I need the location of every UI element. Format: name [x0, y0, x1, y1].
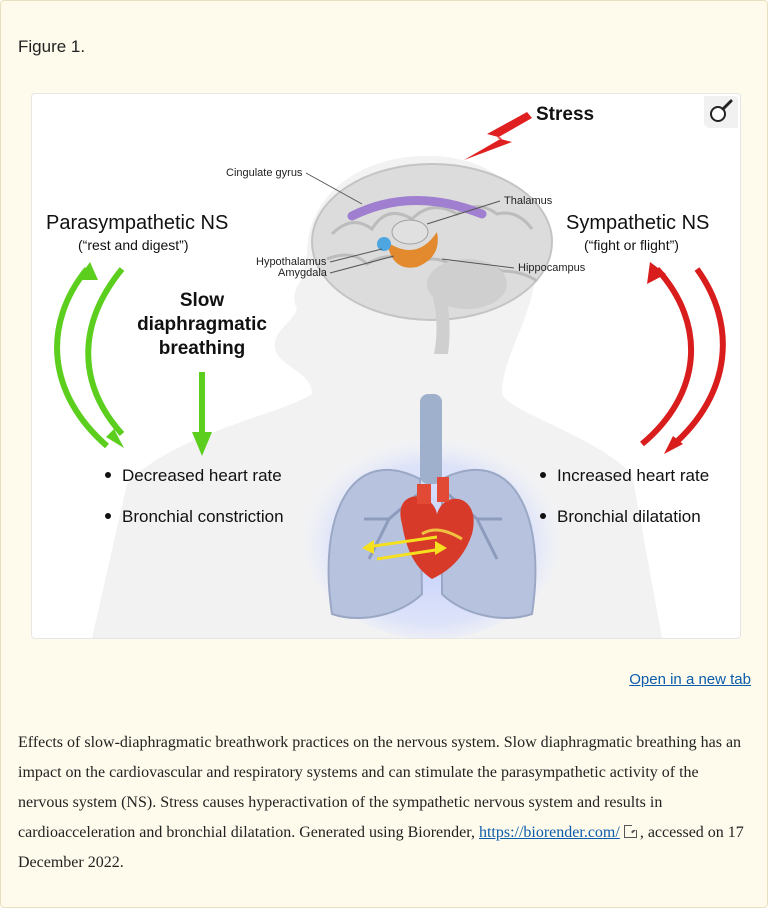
figure-image[interactable]: Stress Cingulate gyrus Thalamus Hypothal… [31, 93, 741, 639]
slow-line-1: Slow [180, 290, 225, 311]
label-hypothalamus: Hypothalamus [256, 256, 327, 268]
left-bullet-2: Bronchial constriction [122, 507, 284, 526]
left-bullet-1: Decreased heart rate [122, 466, 282, 485]
lightning-bolt-icon [464, 112, 532, 160]
figure-caption: Effects of slow-diaphragmatic breathwork… [18, 728, 753, 878]
label-hippocampus: Hippocampus [518, 262, 586, 274]
open-new-tab-link[interactable]: Open in a new tab [629, 671, 751, 688]
caption-tail: , accessed on 17 December 2022. [18, 824, 744, 871]
caption-text: Effects of slow-diaphragmatic breathwork… [18, 734, 742, 841]
para-title: Parasympathetic NS [46, 212, 228, 234]
symp-title: Sympathetic NS [566, 212, 709, 234]
para-subtitle: (“rest and digest”) [78, 237, 188, 253]
external-link-icon[interactable] [623, 825, 637, 838]
double-arrow-yellow [362, 535, 447, 561]
magnifier-icon [710, 99, 733, 122]
biorender-link[interactable]: https://biorender.com/ [478, 824, 620, 841]
zoom-button[interactable] [704, 96, 738, 128]
diagram-svg: Stress Cingulate gyrus Thalamus Hypothal… [46, 104, 726, 638]
red-curved-arrows [640, 266, 726, 449]
green-curved-arrows [54, 267, 125, 449]
figure-label: Figure 1. [18, 37, 86, 56]
right-bullet-2: Bronchial dilatation [557, 507, 701, 526]
symp-subtitle: (“fight or flight”) [584, 237, 679, 253]
slow-line-2: diaphragmatic [137, 314, 267, 335]
right-bullet-1: Increased heart rate [557, 466, 709, 485]
label-thalamus: Thalamus [504, 195, 553, 207]
label-amygdala: Amygdala [278, 267, 328, 279]
label-cingulate: Cingulate gyrus [226, 167, 303, 179]
slow-line-3: breathing [159, 338, 246, 359]
stress-label: Stress [536, 104, 594, 125]
